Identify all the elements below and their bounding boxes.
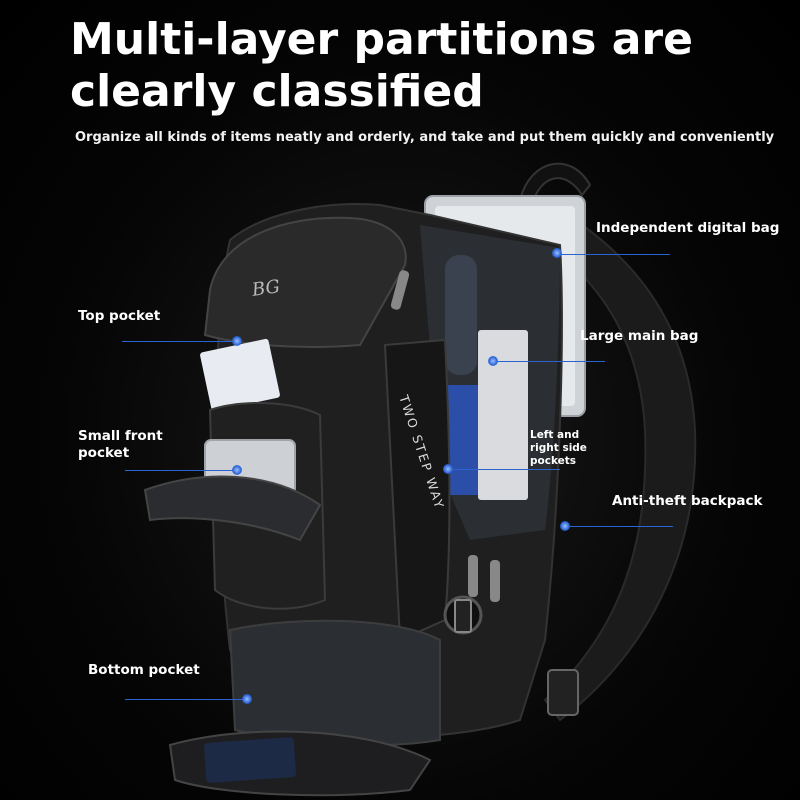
callout-line [125,699,245,700]
label-top-pocket: Top pocket [78,308,161,324]
callout-dot [552,248,562,258]
callout-dot [443,464,453,474]
callout-line [450,469,560,470]
callout-dot [232,336,242,346]
callout-dot [232,465,242,475]
side-panel [383,338,451,642]
callout-line [493,361,605,362]
passport [445,385,485,495]
carry-handle [518,162,592,207]
strap-buckle [547,669,579,716]
documents [478,330,528,500]
label-anti-theft-backpack: Anti-theft backpack [612,493,763,509]
umbrella [445,255,477,375]
brand-logo: BG [250,276,282,301]
usb-icon [454,599,472,633]
zipper-puller [490,560,500,602]
callout-dot [488,356,498,366]
label-large-main-bag: Large main bag [580,328,699,344]
zipper-puller [390,270,410,310]
callout-line [122,341,237,342]
label-bottom-pocket: Bottom pocket [88,662,200,678]
cards-in-top-pocket [200,338,280,412]
page-title: Multi-layer partitions are clearly class… [70,14,693,117]
front-pocket-flap [143,475,322,542]
bottom-pocket-interior [228,619,441,747]
callout-line [560,254,670,255]
callout-dot [560,521,570,531]
label-side-pockets: Left and right side pockets [530,429,587,467]
zipper-puller [468,555,478,597]
label-small-front-pocket: Small front pocket [78,428,163,461]
callout-line [568,526,673,527]
label-independent-digital-bag: Independent digital bag [596,220,780,236]
shoulder-strap [538,208,697,722]
bottom-passport [203,737,297,783]
page-subtitle: Organize all kinds of items neatly and o… [75,130,775,145]
callout-line [125,470,235,471]
callout-dot [242,694,252,704]
